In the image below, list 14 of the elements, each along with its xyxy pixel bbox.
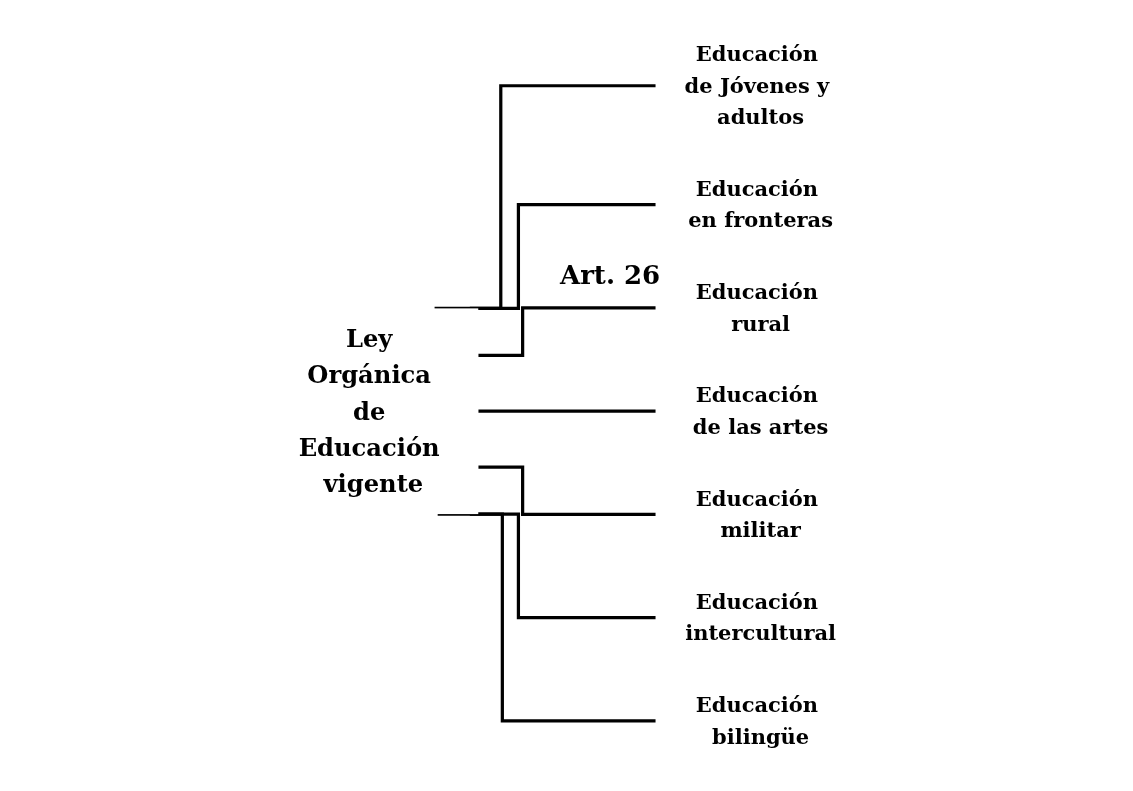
connector (437, 512, 656, 723)
node-text: Educación de Jóvenes y adultos (684, 41, 829, 129)
connector (469, 203, 656, 310)
node-text: Educación intercultural (684, 589, 836, 646)
connector (434, 84, 656, 310)
connector (477, 465, 656, 517)
connector (477, 409, 656, 413)
node-text: Educación rural (695, 279, 818, 336)
connector (477, 306, 656, 357)
article-label: Art. 26 (560, 260, 661, 290)
node-text: Educación bilingüe (695, 692, 818, 749)
node-text: Educación militar (695, 486, 818, 542)
node-text: Educación de las artes (692, 383, 828, 439)
node-text: Educación en fronteras (687, 176, 833, 233)
